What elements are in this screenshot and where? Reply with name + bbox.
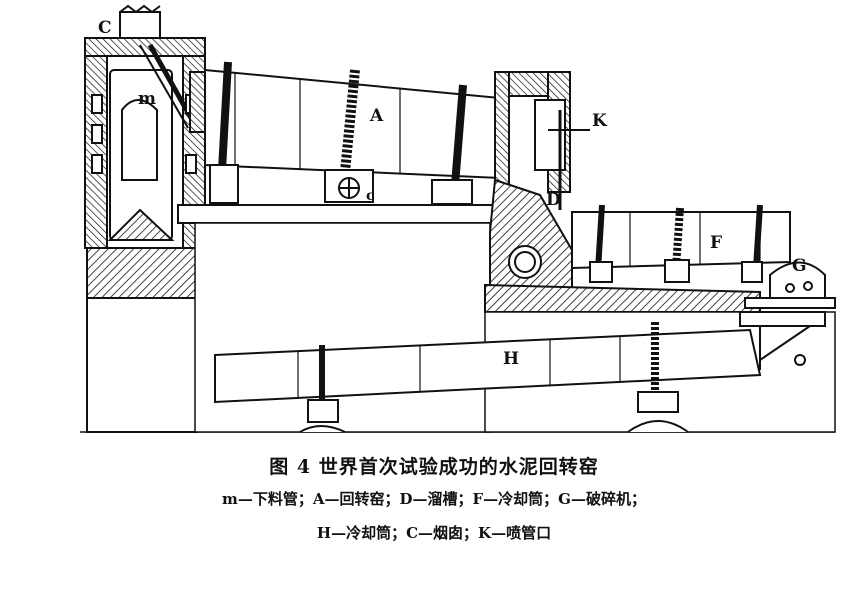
label-d: D bbox=[546, 190, 561, 210]
chute-d-structure bbox=[489, 71, 590, 291]
right-bracket bbox=[739, 311, 826, 370]
cooling-drum-h bbox=[214, 322, 762, 433]
rotary-kiln-diagram: C m A c D K F G H bbox=[80, 4, 836, 433]
label-m: m bbox=[138, 89, 156, 109]
cooling-drum-f bbox=[571, 204, 791, 283]
rotary-kiln-a bbox=[204, 61, 501, 205]
figure-legend-line-1: m—下料管；A—回转窑；D—溜槽；F—冷却筒；G—破碎机； bbox=[222, 490, 646, 508]
label-k: K bbox=[592, 111, 608, 131]
label-h: H bbox=[503, 349, 519, 369]
crusher-g bbox=[744, 261, 836, 309]
label-a: A bbox=[369, 106, 384, 126]
figure-legend-line-2: H—冷却筒；C—烟囱；K—喷管口 bbox=[316, 524, 552, 542]
label-c: C bbox=[98, 18, 112, 38]
upper-platform bbox=[177, 204, 504, 224]
left-foundation bbox=[86, 247, 198, 433]
label-c-lower: c bbox=[366, 188, 375, 204]
label-f: F bbox=[710, 233, 722, 253]
figure-caption-title: 图 4 世界首次试验成功的水泥回转窑 bbox=[269, 456, 599, 478]
label-g: G bbox=[792, 256, 807, 276]
